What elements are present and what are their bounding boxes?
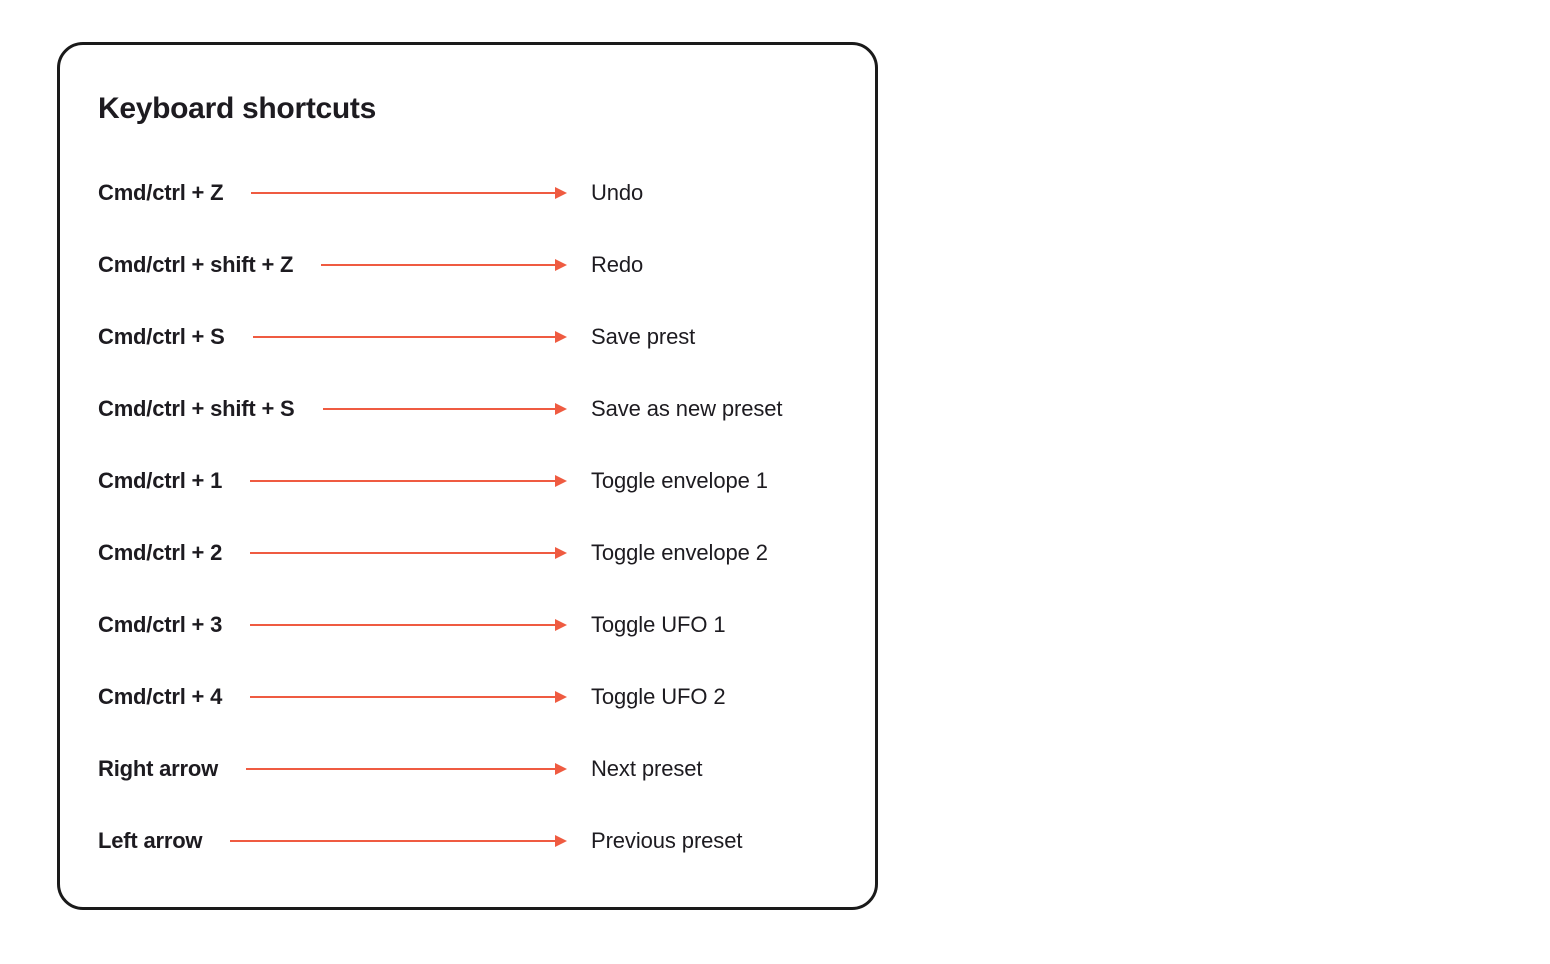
shortcut-left-group: Cmd/ctrl + 3 [98,612,591,638]
shortcut-action: Next preset [591,756,703,781]
right-arrow-icon [322,408,565,410]
shortcut-row: Cmd/ctrl + shift + Z Redo [98,229,835,301]
shortcut-left-group: Cmd/ctrl + shift + Z [98,252,591,278]
shortcut-action: Save as new preset [591,396,783,421]
shortcut-row: Cmd/ctrl + 4 Toggle UFO 2 [98,661,835,733]
right-arrow-icon [251,192,565,194]
right-arrow-icon [250,624,565,626]
shortcut-left-group: Cmd/ctrl + Z [98,180,591,206]
shortcut-action: Toggle envelope 1 [591,468,768,493]
shortcut-left-group: Cmd/ctrl + shift + S [98,396,591,422]
shortcut-action: Save prest [591,324,696,349]
right-arrow-icon [252,336,565,338]
shortcut-keys: Cmd/ctrl + shift + S [98,396,295,421]
shortcut-left-group: Cmd/ctrl + 1 [98,468,591,494]
shortcut-keys: Cmd/ctrl + 3 [98,612,223,637]
shortcut-row: Cmd/ctrl + S Save prest [98,301,835,373]
shortcut-list: Cmd/ctrl + Z Undo Cmd/ctrl + shift + Z R… [98,157,835,877]
shortcut-action: Undo [591,180,644,205]
shortcut-left-group: Right arrow [98,756,591,782]
shortcut-keys: Cmd/ctrl + 1 [98,468,223,493]
shortcut-row: Cmd/ctrl + 1 Toggle envelope 1 [98,445,835,517]
right-arrow-icon [250,696,565,698]
shortcut-keys: Cmd/ctrl + 4 [98,684,223,709]
shortcut-left-group: Cmd/ctrl + 2 [98,540,591,566]
right-arrow-icon [250,480,565,482]
shortcut-row: Cmd/ctrl + shift + S Save as new preset [98,373,835,445]
shortcut-action: Toggle UFO 2 [591,684,726,709]
right-arrow-icon [250,552,565,554]
shortcut-row: Cmd/ctrl + 2 Toggle envelope 2 [98,517,835,589]
shortcut-row: Cmd/ctrl + 3 Toggle UFO 1 [98,589,835,661]
shortcut-keys: Cmd/ctrl + shift + Z [98,252,294,277]
right-arrow-icon [230,840,565,842]
shortcut-row: Left arrow Previous preset [98,805,835,877]
shortcut-keys: Cmd/ctrl + Z [98,180,224,205]
page-title: Keyboard shortcuts [98,92,376,125]
shortcut-row: Cmd/ctrl + Z Undo [98,157,835,229]
shortcut-keys: Right arrow [98,756,219,781]
shortcut-keys: Left arrow [98,828,203,853]
shortcut-left-group: Left arrow [98,828,591,854]
keyboard-shortcuts-card: Keyboard shortcuts Cmd/ctrl + Z Undo Cmd… [57,42,878,910]
shortcut-left-group: Cmd/ctrl + S [98,324,591,350]
shortcut-left-group: Cmd/ctrl + 4 [98,684,591,710]
shortcut-action: Previous preset [591,828,743,853]
shortcut-row: Right arrow Next preset [98,733,835,805]
shortcut-action: Toggle envelope 2 [591,540,768,565]
shortcut-keys: Cmd/ctrl + 2 [98,540,223,565]
right-arrow-icon [246,768,565,770]
shortcut-keys: Cmd/ctrl + S [98,324,225,349]
right-arrow-icon [321,264,565,266]
shortcut-action: Redo [591,252,644,277]
shortcut-action: Toggle UFO 1 [591,612,726,637]
